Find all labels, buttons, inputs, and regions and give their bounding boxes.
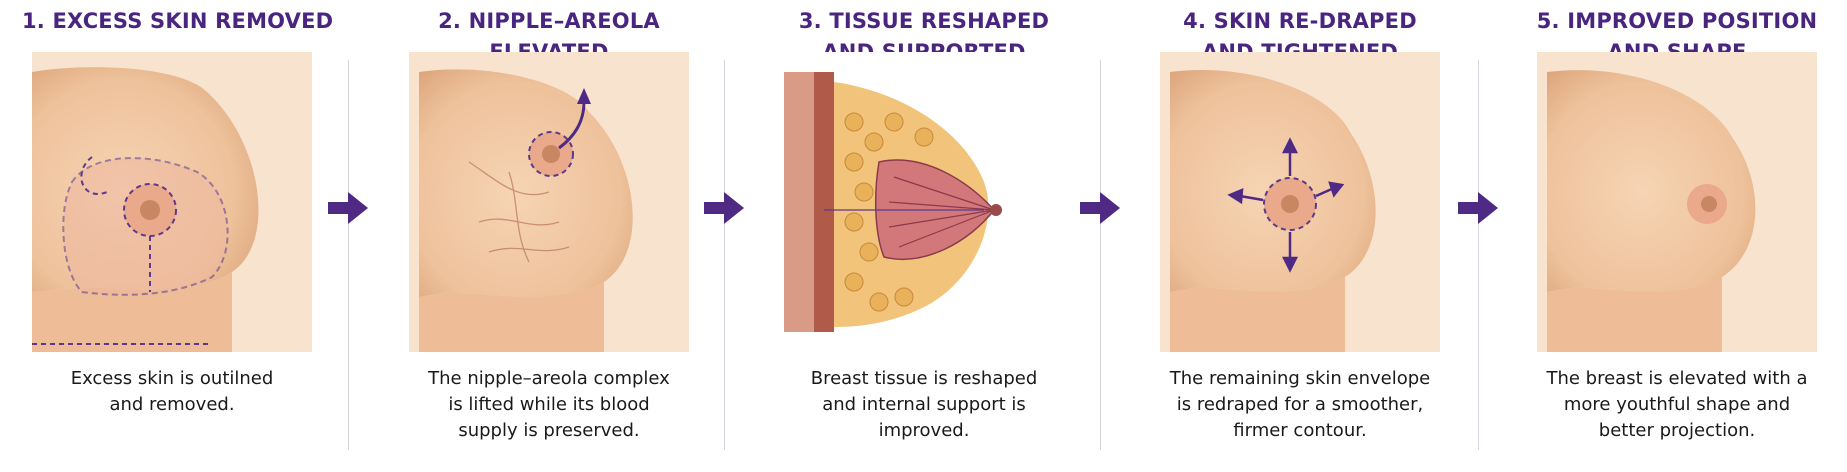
step-1: 1. EXCESS SKIN REMOVED Excess skin is ou… bbox=[22, 0, 334, 472]
step-5-desc-line-2: more youthful shape and bbox=[1563, 394, 1791, 415]
step-2-description: The nipple–areola complex is lifted whil… bbox=[399, 366, 699, 444]
step-2-illustration bbox=[409, 52, 689, 352]
step-3-desc-line-2: and internal support is bbox=[822, 394, 1026, 415]
step-3-desc-line-3: improved. bbox=[878, 420, 970, 441]
step-divider-3 bbox=[1100, 60, 1101, 450]
step-divider-2 bbox=[724, 60, 725, 450]
step-3: 3. TISSUE RESHAPED AND SUPPORTED Breast … bbox=[774, 0, 1074, 472]
process-arrow-icon bbox=[704, 192, 744, 224]
step-4-description: The remaining skin envelope is redraped … bbox=[1150, 366, 1450, 444]
step-4-desc-line-1: The remaining skin envelope bbox=[1169, 368, 1431, 389]
step-3-title-line-1: 3. TISSUE RESHAPED bbox=[798, 9, 1050, 33]
step-3-description: Breast tissue is reshaped and internal s… bbox=[774, 366, 1074, 444]
step-4-desc-line-2: is redraped for a smoother, bbox=[1176, 394, 1424, 415]
step-2: 2. NIPPLE–AREOLA ELEVATED The nipple–are… bbox=[399, 0, 699, 472]
step-1-illustration bbox=[32, 52, 312, 352]
step-2-desc-line-3: supply is preserved. bbox=[458, 420, 640, 441]
step-4-illustration bbox=[1160, 52, 1440, 352]
step-5-description: The breast is elevated with a more youth… bbox=[1527, 366, 1827, 444]
step-divider-4 bbox=[1478, 60, 1479, 450]
step-2-title-line-1: 2. NIPPLE–AREOLA bbox=[438, 9, 660, 33]
step-5-title-line-1: 5. IMPROVED POSITION bbox=[1536, 9, 1818, 33]
process-arrow-icon bbox=[1080, 192, 1120, 224]
step-1-title-line-1: 1. EXCESS SKIN REMOVED bbox=[22, 9, 334, 33]
step-divider-1 bbox=[348, 60, 349, 450]
process-arrow-icon bbox=[328, 192, 368, 224]
step-5: 5. IMPROVED POSITION AND SHAPE The breas… bbox=[1527, 0, 1827, 472]
step-5-illustration bbox=[1537, 52, 1817, 352]
step-4: 4. SKIN RE-DRAPED AND TIGHTENED bbox=[1150, 0, 1450, 472]
step-1-desc-line-2: and removed. bbox=[109, 394, 235, 415]
step-2-desc-line-2: is lifted while its blood bbox=[448, 394, 650, 415]
step-5-desc-line-3: better projection. bbox=[1598, 420, 1756, 441]
step-2-desc-line-1: The nipple–areola complex bbox=[428, 368, 670, 389]
step-4-title-line-1: 4. SKIN RE-DRAPED bbox=[1183, 9, 1417, 33]
step-1-description: Excess skin is outilned and removed. bbox=[22, 366, 322, 418]
step-3-desc-line-1: Breast tissue is reshaped bbox=[810, 368, 1038, 389]
step-5-desc-line-1: The breast is elevated with a bbox=[1546, 368, 1808, 389]
step-4-desc-line-3: firmer contour. bbox=[1233, 420, 1367, 441]
process-arrow-icon bbox=[1458, 192, 1498, 224]
step-3-illustration bbox=[784, 52, 1064, 352]
step-1-desc-line-1: Excess skin is outilned bbox=[70, 368, 274, 389]
step-1-title: 1. EXCESS SKIN REMOVED bbox=[22, 6, 334, 37]
